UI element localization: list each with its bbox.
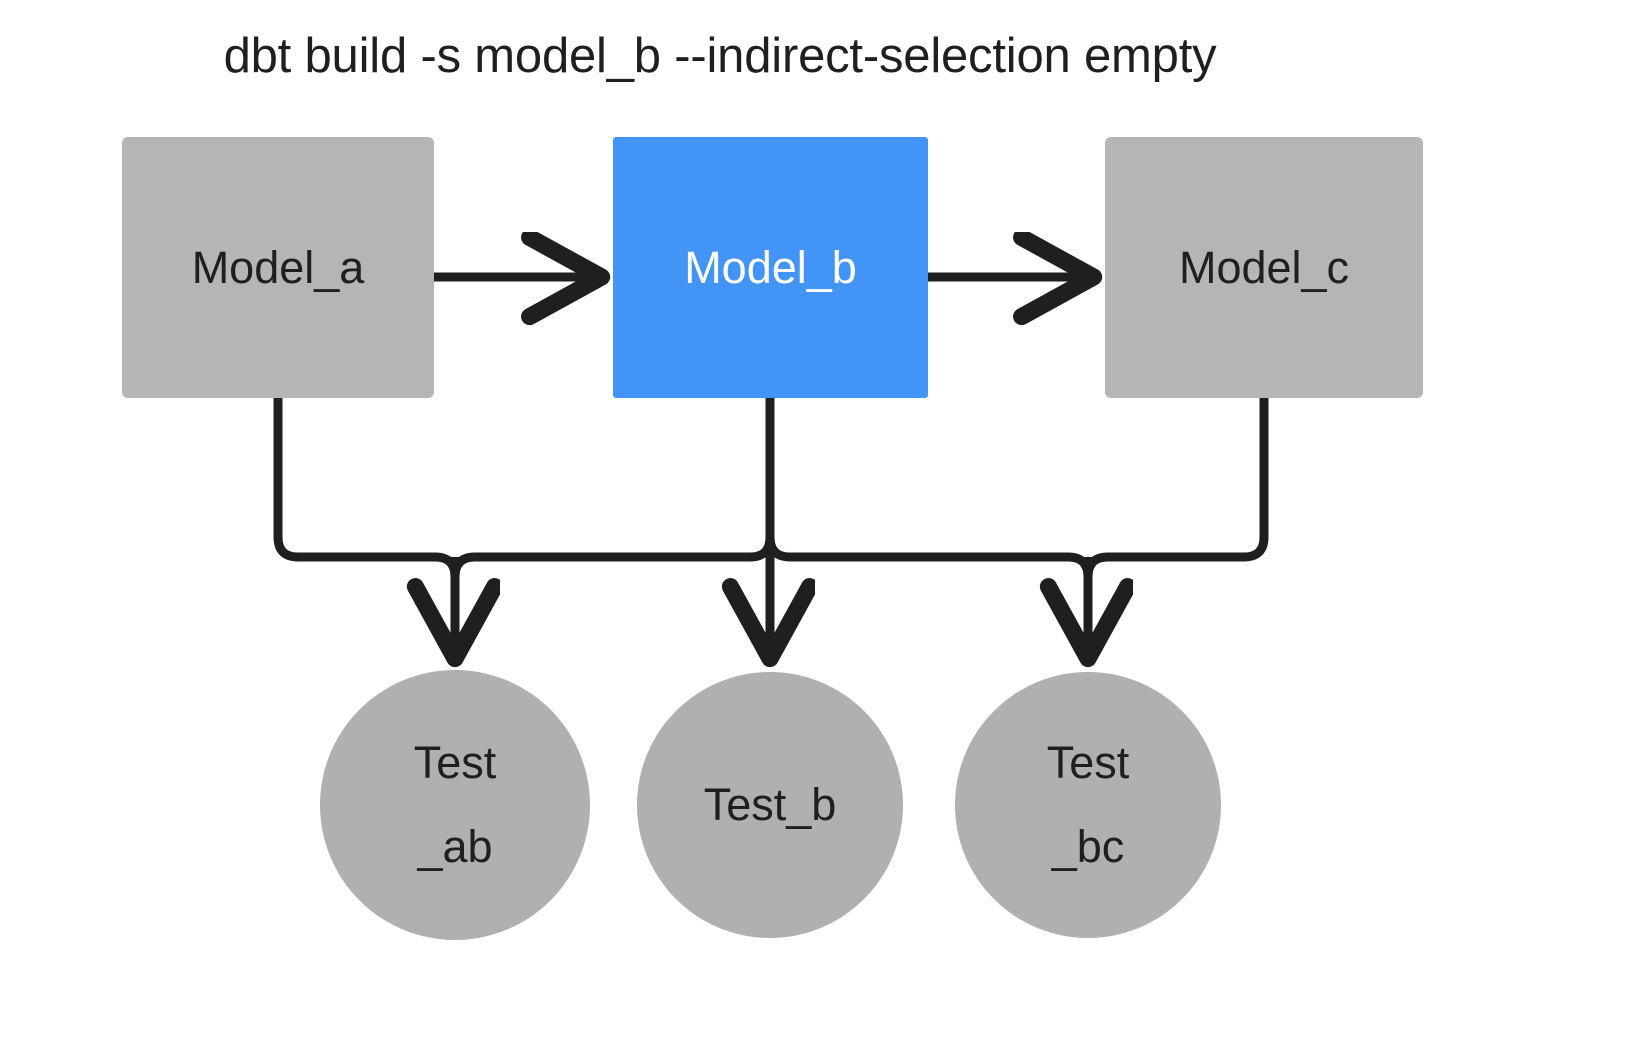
node-model-c-label: Model_c (1178, 241, 1350, 293)
node-model-a[interactable]: Model_a (122, 137, 434, 398)
node-test-bc[interactable]: Test _bc (955, 672, 1221, 938)
diagram-title: dbt build -s model_b --indirect-selectio… (223, 29, 1217, 83)
edge-model-c-to-test-bc (1083, 398, 1269, 578)
node-test-ab-label-line1: Test (413, 737, 497, 788)
node-model-b-label: Model_b (684, 241, 857, 293)
node-test-ab-label-line2: _ab (417, 821, 493, 872)
node-model-c[interactable]: Model_c (1105, 137, 1423, 398)
edge-model-a-to-test-ab (273, 398, 460, 578)
edge-model-b-to-test-ab (450, 398, 775, 578)
node-test-b[interactable]: Test_b (637, 672, 903, 938)
node-test-bc-label-line2: _bc (1051, 821, 1125, 872)
node-model-a-label: Model_a (191, 241, 365, 293)
node-model-b[interactable]: Model_b (613, 137, 928, 398)
node-test-ab[interactable]: Test _ab (320, 670, 590, 940)
node-test-b-label-line1: Test_b (703, 779, 837, 830)
node-test-bc-label-line1: Test (1046, 737, 1130, 788)
edge-model-b-to-test-bc (765, 398, 1093, 578)
